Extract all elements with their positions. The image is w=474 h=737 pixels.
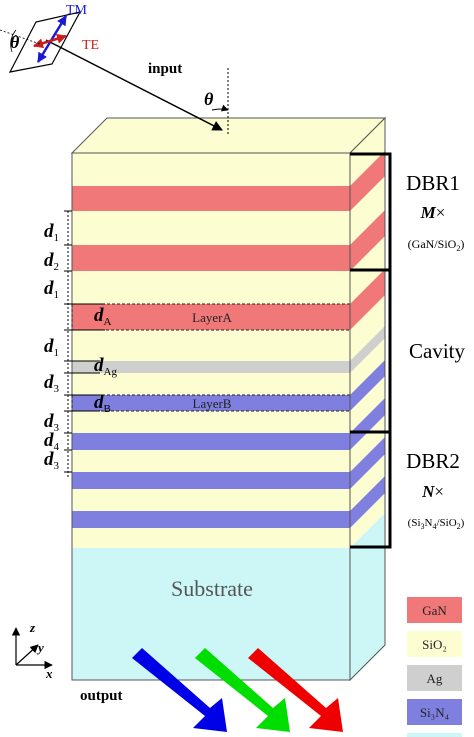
ag-layer [72, 361, 350, 373]
legend-swatch [407, 733, 462, 737]
d1-label-b: d1 [44, 278, 59, 301]
d1-label-c: d1 [44, 336, 59, 359]
substrate-side [350, 513, 385, 680]
tm-label: TM [66, 3, 88, 18]
legend-swatch [407, 699, 462, 725]
theta-label-plane: θ [10, 32, 20, 52]
si3n4-layer-1 [72, 433, 350, 450]
si3n4-layer-3 [72, 511, 350, 528]
output-arrow-green [195, 648, 290, 732]
dbr2-title: DBR2 [406, 449, 460, 473]
plane-normal-dash [0, 29, 41, 45]
axis-y-label: y [36, 640, 44, 655]
legend-swatch [407, 665, 462, 691]
theta-label-incidence: θ [204, 89, 214, 109]
d3-label-b: d3 [44, 411, 60, 434]
substrate-label: Substrate [171, 576, 253, 601]
dAg-label: dAg [94, 355, 117, 378]
polarization-plane [8, 11, 82, 73]
output-arrow-red [248, 648, 343, 732]
d3-label-a: d3 [44, 372, 60, 395]
te-label: TE [82, 38, 99, 53]
output-beams [132, 648, 343, 732]
thickness-dimension-lines [64, 210, 105, 477]
thickness-labels: d1 d2 d1 dA d1 dAg d3 dB d3 d4 d3 d3 [44, 221, 117, 472]
axis-x-label: x [45, 666, 53, 681]
dbr1-formula: (GaN/SiO2) [408, 237, 465, 253]
incidence-angle-arc [211, 104, 229, 112]
axis-z-label: z [29, 620, 36, 635]
dB-label: dB [94, 392, 111, 415]
d2-label: d2 [44, 250, 59, 273]
si3n4-layer-b [72, 395, 350, 411]
d4-label: d4 [44, 430, 60, 453]
output-label: output [80, 688, 123, 704]
cavity-label: Cavity [409, 339, 465, 363]
coordinate-axes [11, 627, 53, 670]
d3-label-c: d3 [44, 449, 60, 472]
incident-ray [45, 39, 223, 131]
legend-swatch [407, 597, 462, 623]
dbr1-title: DBR1 [406, 171, 460, 195]
legend-label: SiO₂ [422, 637, 447, 652]
legend-label: GaN [422, 603, 447, 618]
dbr1-multiplier: M× [420, 203, 446, 222]
dA-label: dA [94, 305, 112, 328]
te-arrow [33, 33, 67, 49]
legend-label: Si₃N₄ [420, 705, 450, 720]
layer-b-label: LayerB [193, 396, 232, 411]
block-side-face [349, 116, 386, 682]
block-top-face [70, 117, 387, 154]
input-beam [0, 11, 229, 134]
gan-layer-1 [72, 186, 350, 211]
right-brackets [350, 152, 392, 549]
layer-a-label: LayerA [192, 310, 232, 325]
dbr2-multiplier: N× [421, 482, 444, 501]
legend: GaNSiO₂AgSi₃N₄PET [407, 597, 462, 737]
tm-arrow [36, 15, 68, 63]
legend-label: Ag [427, 671, 443, 686]
gan-layer-a [72, 304, 350, 330]
front-face-layers [71, 152, 351, 681]
legend-swatch [407, 631, 462, 657]
si3n4-layer-2 [72, 472, 350, 489]
d1-label-a: d1 [44, 221, 59, 244]
output-arrow-blue [132, 648, 227, 732]
gan-layer-2 [72, 245, 350, 271]
input-label: input [148, 61, 182, 77]
dbr2-formula: (Si3N4/SiO2) [408, 517, 465, 531]
